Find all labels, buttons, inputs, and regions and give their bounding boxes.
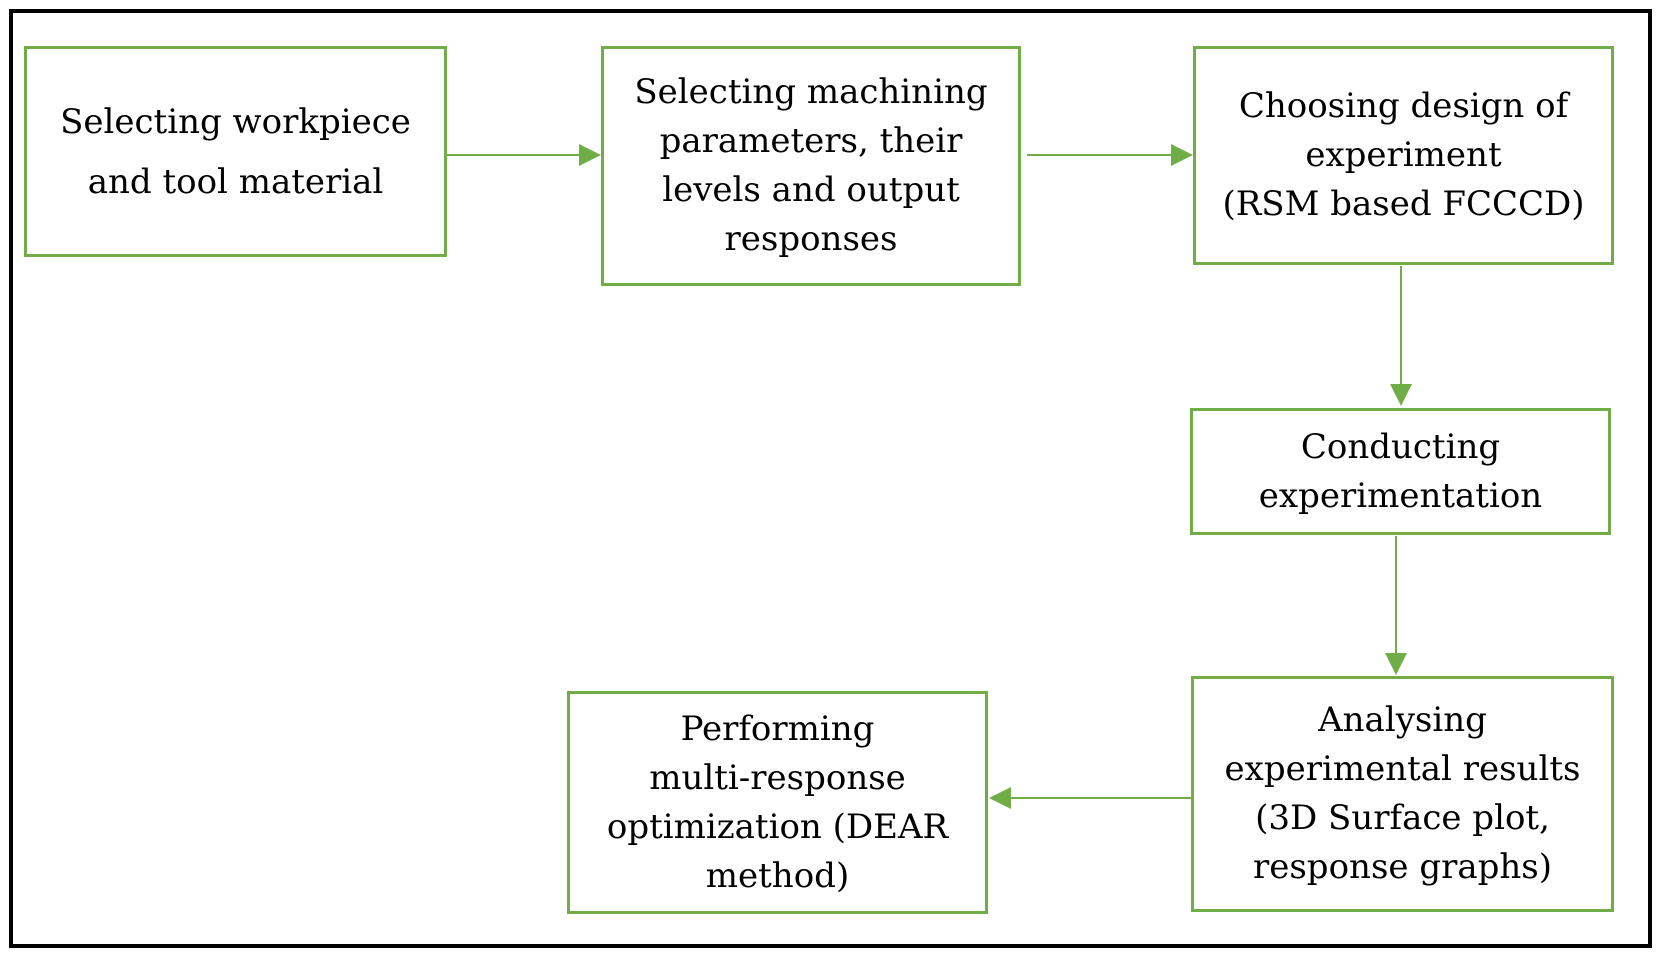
node-analyse-results-label: Analysing experimental results (3D Surfa… <box>1224 700 1581 887</box>
node-multi-response: Performing multi-response optimization (… <box>567 691 988 914</box>
node-choose-design: Choosing design of experiment (RSM based… <box>1193 46 1614 265</box>
node-select-workpiece: Selecting workpiece and tool material <box>24 46 447 257</box>
node-multi-response-label: Performing multi-response optimization (… <box>606 708 949 896</box>
node-analyse-results: Analysing experimental results (3D Surfa… <box>1191 676 1614 912</box>
node-select-parameters-label: Selecting machining parameters, their le… <box>634 72 988 259</box>
node-select-workpiece-label: Selecting workpiece and tool material <box>60 101 411 202</box>
diagram-frame <box>9 9 1652 948</box>
node-choose-design-label: Choosing design of experiment (RSM based… <box>1222 86 1585 224</box>
node-conduct-experiment: Conducting experimentation <box>1190 408 1611 535</box>
node-conduct-experiment-label: Conducting experimentation <box>1258 426 1543 516</box>
node-select-parameters: Selecting machining parameters, their le… <box>601 46 1021 286</box>
